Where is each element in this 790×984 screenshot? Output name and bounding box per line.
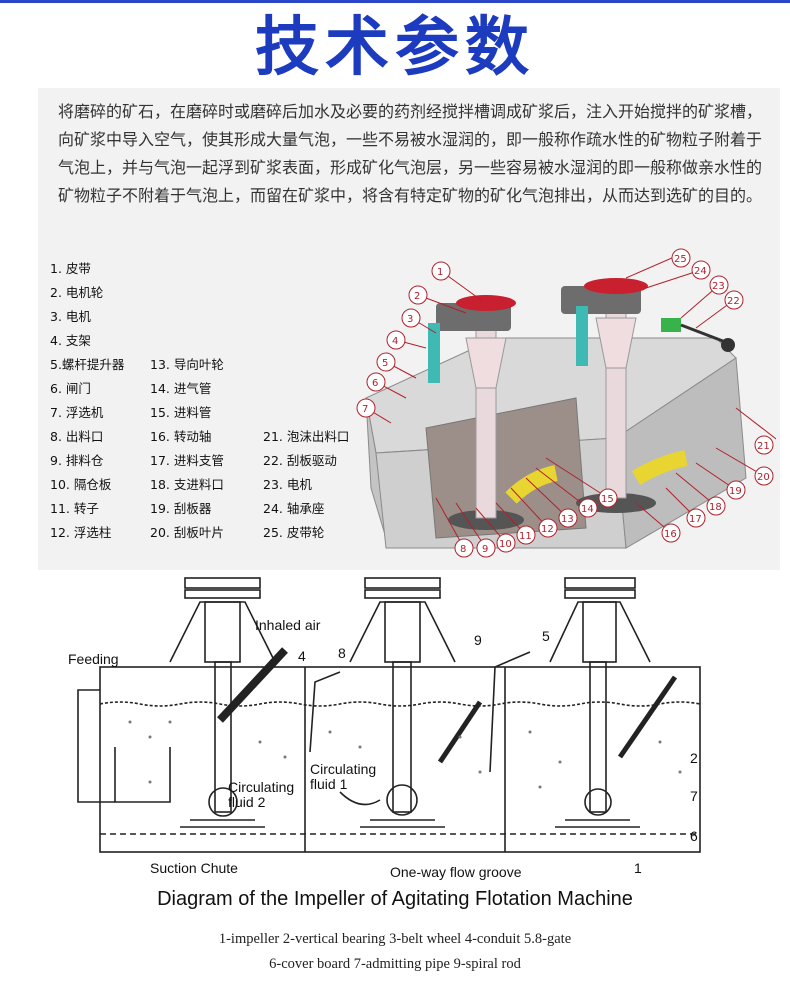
top-accent-line	[0, 0, 790, 3]
label-inhaled-air: Inhaled air	[255, 617, 321, 633]
callout-3: 3	[407, 314, 413, 325]
callout-23: 23	[712, 281, 725, 292]
callout-15: 15	[601, 494, 614, 505]
part-item: 1. 皮带	[50, 261, 91, 276]
diagram-legend-line-2: 6-cover board 7-admitting pipe 9-spiral …	[269, 956, 521, 972]
part-item: 6. 闸门	[50, 381, 91, 396]
callout-6: 6	[372, 378, 378, 389]
callout-1: 1	[437, 267, 443, 278]
part-item: 7. 浮选机	[50, 405, 104, 420]
callout-4: 4	[392, 336, 398, 347]
part-item: 10. 隔仓板	[50, 477, 112, 492]
callout-17: 17	[689, 514, 702, 525]
label-number-8: 8	[338, 645, 346, 661]
part-item: 15. 进料管	[150, 405, 212, 420]
part-item: 19. 刮板器	[150, 501, 212, 516]
diagram-title: Diagram of the Impeller of Agitating Flo…	[157, 888, 633, 910]
callout-14: 14	[581, 504, 594, 515]
callout-11: 11	[519, 531, 532, 542]
label-number-2: 2	[690, 750, 698, 766]
part-item: 5.螺杆提升器	[50, 357, 125, 372]
flotation-machine-illustration: 1 2 3 4 5 6 7 8 9 10 11 12 13 14 15 16 1…	[356, 248, 776, 558]
callout-24: 24	[694, 266, 707, 277]
part-item: 9. 排料仓	[50, 453, 104, 468]
intro-paragraph: 将磨碎的矿石，在磨碎时或磨碎后加水及必要的药剂经搅拌槽调成矿浆后，注入开始搅拌的…	[58, 102, 763, 205]
part-item: 18. 支进料口	[150, 477, 224, 492]
label-number-6: 6	[690, 828, 698, 844]
part-item: 20. 刮板叶片	[150, 525, 224, 540]
part-item: 22. 刮板驱动	[263, 453, 337, 468]
parts-list-col1: 1. 皮带 2. 电机轮 3. 电机 4. 支架 5.螺杆提升器 6. 闸门 7…	[50, 260, 124, 542]
label-number-9: 9	[474, 632, 482, 648]
callout-9: 9	[482, 544, 488, 555]
diagram-legend-line-1: 1-impeller 2-vertical bearing 3-belt whe…	[218, 931, 572, 947]
label-number-5: 5	[542, 628, 550, 644]
label-number-7: 7	[690, 788, 698, 804]
callout-19: 19	[729, 486, 742, 497]
label-circulating-fluid-2: Circulating fluid 2	[228, 779, 295, 810]
label-number-4: 4	[298, 648, 306, 664]
intro-panel: 将磨碎的矿石，在磨碎时或磨碎后加水及必要的药剂经搅拌槽调成矿浆后，注入开始搅拌的…	[38, 88, 780, 570]
part-item: 16. 转动轴	[150, 429, 212, 444]
callout-16: 16	[664, 529, 677, 540]
part-item: 8. 出料口	[50, 429, 104, 444]
parts-list-col2: 13. 导向叶轮 14. 进气管 15. 进料管 16. 转动轴 17. 进料支…	[150, 356, 224, 542]
part-item: 3. 电机	[50, 309, 91, 324]
label-suction-chute: Suction Chute	[150, 860, 238, 876]
callout-10: 10	[499, 539, 512, 550]
callout-8: 8	[460, 544, 466, 555]
part-item: 24. 轴承座	[263, 501, 325, 516]
callout-12: 12	[541, 524, 554, 535]
part-item: 2. 电机轮	[50, 285, 104, 300]
part-item: 25. 皮带轮	[263, 525, 325, 540]
callout-5: 5	[382, 358, 388, 369]
callout-2: 2	[414, 291, 420, 302]
part-item: 23. 电机	[263, 477, 312, 492]
callout-20: 20	[757, 472, 770, 483]
page-title: 技术参数	[255, 11, 535, 85]
parts-list-col3: 21. 泡沫出料口 22. 刮板驱动 23. 电机 24. 轴承座 25. 皮带…	[263, 428, 349, 542]
callout-21: 21	[757, 441, 770, 452]
callout-18: 18	[709, 502, 722, 513]
impeller-cross-section-diagram	[77, 577, 701, 853]
part-item: 17. 进料支管	[150, 453, 224, 468]
part-item: 12. 浮选柱	[50, 525, 112, 540]
part-item: 13. 导向叶轮	[150, 357, 224, 372]
part-item: 11. 转子	[50, 501, 99, 516]
label-one-way-flow-groove: One-way flow groove	[390, 864, 522, 880]
callout-7: 7	[362, 404, 368, 415]
callout-25: 25	[674, 254, 687, 265]
part-item: 21. 泡沫出料口	[263, 429, 350, 444]
callout-13: 13	[561, 514, 574, 525]
callout-22: 22	[727, 296, 740, 307]
label-circulating-fluid-1: Circulating fluid 1	[310, 761, 377, 792]
label-number-1: 1	[634, 860, 642, 876]
label-feeding: Feeding	[68, 651, 119, 667]
part-item: 14. 进气管	[150, 381, 212, 396]
part-item: 4. 支架	[50, 333, 91, 348]
